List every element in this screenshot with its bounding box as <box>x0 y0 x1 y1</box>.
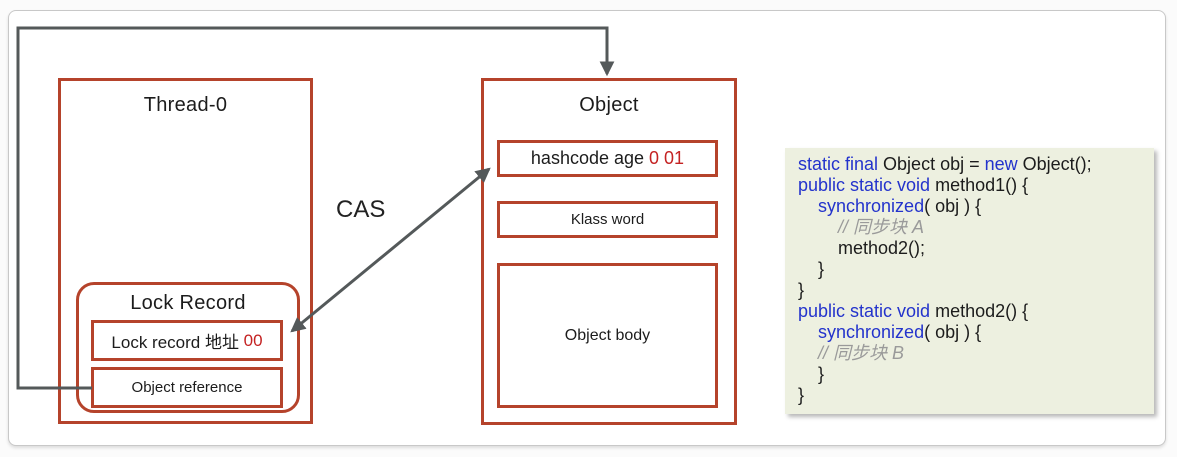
object-box-label: Object <box>579 94 639 116</box>
code-line: } <box>798 385 805 405</box>
object-body-label: Object body <box>564 326 651 344</box>
code-line: } <box>798 364 825 384</box>
klass-word-label: Klass word <box>570 211 645 228</box>
code-line: static final Object obj = new Object(); <box>798 154 1092 174</box>
klass-word-row: Klass word <box>497 201 718 238</box>
lock-record-address-row: Lock record 地址 00 <box>91 320 283 361</box>
code-line: method2(); <box>798 238 926 258</box>
lock-record-address-value: 00 <box>243 330 263 350</box>
object-reference-row: Object reference <box>91 367 283 408</box>
code-line: synchronized( obj ) { <box>818 322 982 342</box>
hashcode-row: hashcode age 0 01 <box>497 140 718 177</box>
code-line: // 同步块 B <box>818 343 905 363</box>
code-block: static final Object obj = new Object();p… <box>785 148 1154 414</box>
hashcode-value: 0 01 <box>649 148 685 168</box>
hashcode-label: hashcode age <box>530 148 650 168</box>
code-line: public static void method1() { <box>798 175 1029 195</box>
lock-record-label: Lock Record <box>130 292 246 314</box>
object-reference-label: Object reference <box>131 379 243 396</box>
code-line: public static void method2() { <box>798 301 1029 321</box>
code-line: // 同步块 A <box>838 217 925 237</box>
object-body-row: Object body <box>497 263 718 408</box>
cas-label: CAS <box>336 196 386 223</box>
code-line: } <box>798 259 825 279</box>
thread-box-label: Thread-0 <box>143 94 228 116</box>
code-line: synchronized( obj ) { <box>818 196 982 216</box>
code-line: } <box>798 280 805 300</box>
lock-record-address-label: Lock record 地址 <box>111 333 244 352</box>
